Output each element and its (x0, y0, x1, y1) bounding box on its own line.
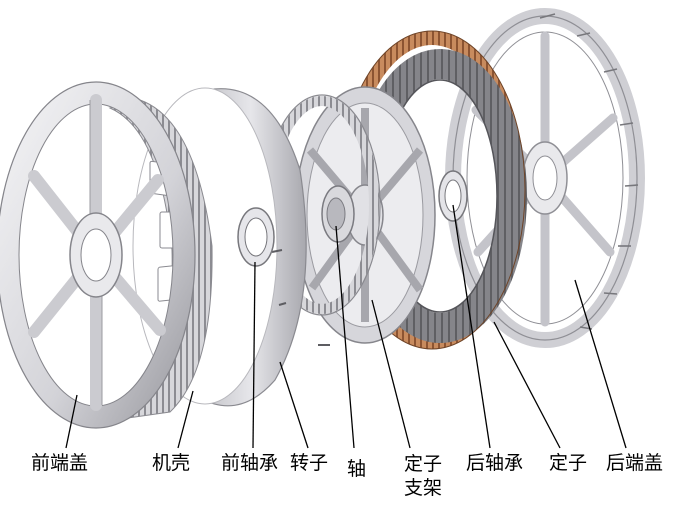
front-end-cover-drawing (0, 81, 196, 429)
shaft-drawing (321, 185, 355, 243)
leader-shaft (335, 225, 355, 449)
leader-stator-bracket (371, 299, 411, 449)
label-front-end-cover: 前端盖 (31, 452, 89, 474)
label-front-bearing: 前轴承 (221, 452, 279, 474)
leader-lines (65, 204, 627, 449)
label-housing: 机壳 (152, 452, 191, 474)
label-rear-bearing: 后轴承 (466, 452, 524, 474)
label-stator-bracket: 定子 支架 (399, 452, 447, 500)
front-bearing-drawing (237, 207, 275, 267)
label-rear-end-cover: 后端盖 (606, 452, 664, 474)
rear-bearing-drawing (438, 170, 468, 222)
label-stator-bracket-line1: 定子 (403, 453, 442, 475)
label-stator: 定子 (549, 452, 588, 474)
leader-housing (177, 390, 194, 449)
label-stator-bracket-line2: 支架 (403, 477, 442, 499)
rear-end-cover-drawing (445, 8, 645, 348)
leader-rear-end-cover (574, 279, 627, 449)
leader-front-bearing (252, 261, 256, 449)
leader-front-end-cover (65, 394, 78, 449)
leader-stator (493, 321, 561, 449)
leader-rotor (279, 361, 309, 449)
leader-rear-bearing (452, 204, 491, 449)
label-shaft: 轴 (347, 458, 367, 480)
label-rotor: 转子 (290, 452, 329, 474)
